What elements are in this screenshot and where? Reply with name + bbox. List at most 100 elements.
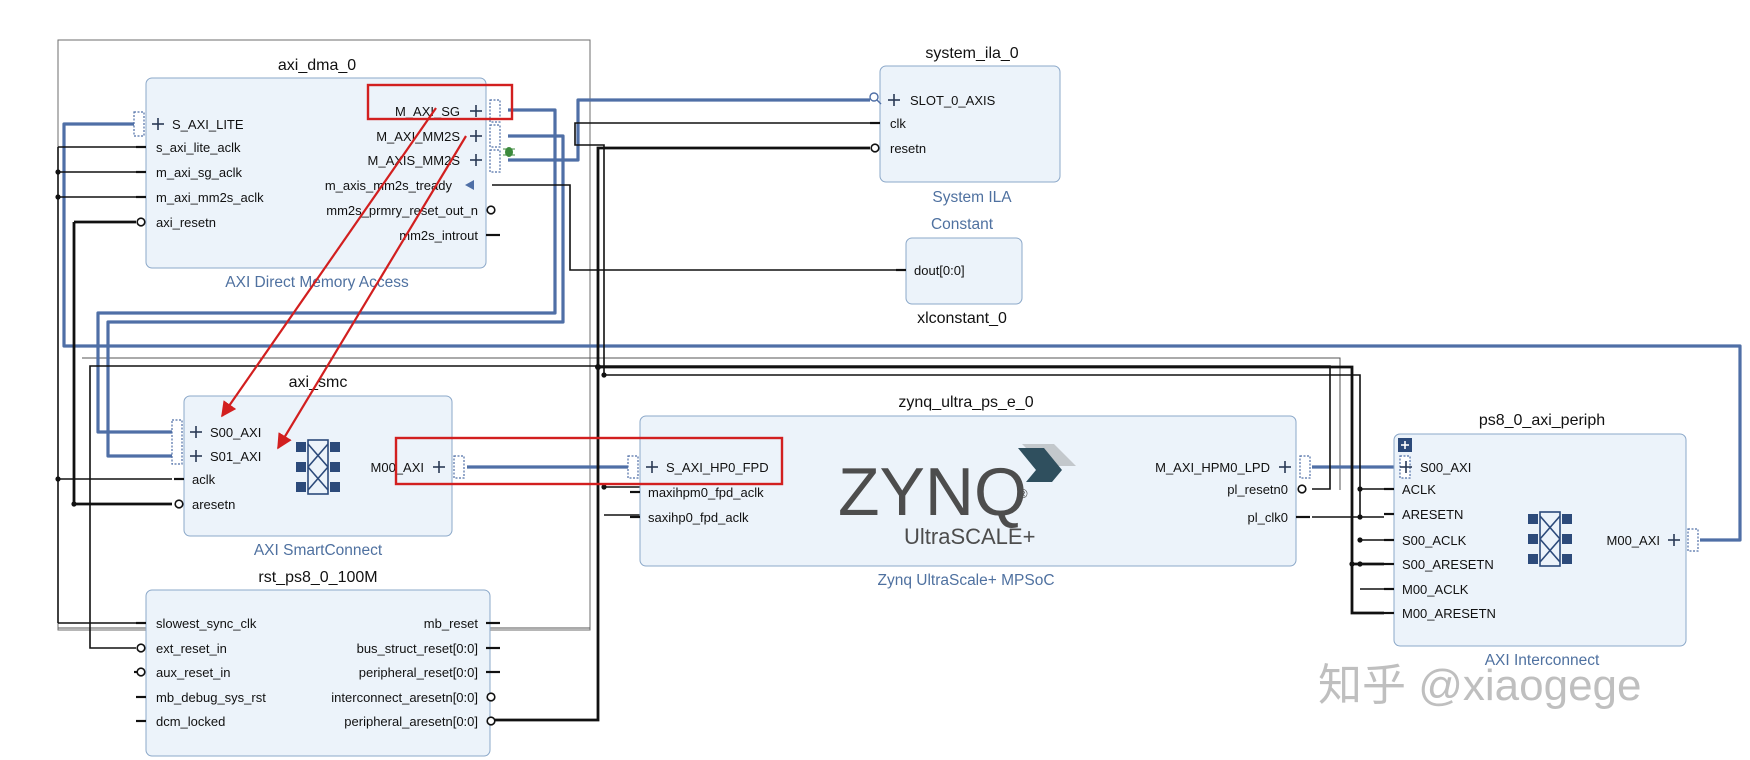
watermark: 知乎 @xiaogege bbox=[1318, 661, 1642, 710]
port-m00-aclk[interactable]: M00_ACLK bbox=[1402, 582, 1469, 597]
port-peripheral-reset[interactable]: peripheral_reset[0:0] bbox=[359, 665, 478, 680]
port-clk[interactable]: clk bbox=[890, 116, 906, 131]
port-m-axis-mm2s-tready[interactable]: m_axis_mm2s_tready bbox=[325, 178, 453, 193]
port-aresetn[interactable]: ARESETN bbox=[1402, 507, 1463, 522]
port-slot-0-axis[interactable]: SLOT_0_AXIS bbox=[910, 93, 996, 108]
port-m-axi-mm2s[interactable]: M_AXI_MM2S bbox=[376, 129, 460, 144]
port-s00-aclk[interactable]: S00_ACLK bbox=[1402, 533, 1467, 548]
block-xlconstant[interactable]: Constant dout[0:0] xlconstant_0 bbox=[896, 216, 1023, 327]
svg-text:ZYNQ: ZYNQ bbox=[838, 454, 1027, 530]
crossbar-icon bbox=[1528, 511, 1572, 567]
net-peripheral-aresetn bbox=[492, 146, 870, 722]
bus-port-icon[interactable] bbox=[453, 455, 465, 479]
block-ip-type: Zynq UltraScale+ MPSoC bbox=[877, 572, 1054, 589]
block-ip-type: AXI Interconnect bbox=[1485, 652, 1600, 669]
expand-hierarchy-icon[interactable] bbox=[1398, 438, 1412, 452]
probe-magnifier-icon bbox=[869, 92, 882, 105]
net-pl-clk0 bbox=[574, 122, 1361, 518]
port-m00-axi[interactable]: M00_AXI bbox=[371, 460, 424, 475]
port-aresetn[interactable]: aresetn bbox=[192, 497, 235, 512]
reset-port-icon bbox=[870, 143, 880, 153]
port-aclk[interactable]: aclk bbox=[192, 472, 216, 487]
debug-bug-icon bbox=[503, 147, 515, 157]
port-peripheral-aresetn[interactable]: peripheral_aresetn[0:0] bbox=[344, 714, 478, 729]
bus-port-icon[interactable] bbox=[627, 455, 639, 479]
annotation-arrow-mm2s bbox=[277, 135, 467, 450]
net-m-axi-mm2s bbox=[106, 134, 565, 458]
block-zynq-ps[interactable]: zynq_ultra_ps_e_0 Zynq UltraScale+ MPSoC… bbox=[627, 394, 1311, 589]
block-rst-ps8[interactable]: rst_ps8_0_100M slowest_sync_clk ext_rese… bbox=[134, 569, 500, 757]
block-instance-name: rst_ps8_0_100M bbox=[258, 569, 377, 586]
block-ip-type: System ILA bbox=[932, 189, 1012, 206]
bus-port-icon[interactable] bbox=[489, 124, 501, 148]
highlight-box-dma-masters bbox=[366, 83, 514, 121]
bus-port-icon[interactable] bbox=[489, 149, 501, 173]
reset-port-icon bbox=[486, 205, 496, 215]
reset-port-icon bbox=[486, 692, 496, 702]
port-s00-aresetn[interactable]: S00_ARESETN bbox=[1402, 557, 1494, 572]
port-s01-axi[interactable]: S01_AXI bbox=[210, 449, 261, 464]
port-pl-resetn0[interactable]: pl_resetn0 bbox=[1227, 482, 1288, 497]
port-m-axi-hpm0-lpd[interactable]: M_AXI_HPM0_LPD bbox=[1155, 460, 1270, 475]
port-s00-axi[interactable]: S00_AXI bbox=[1420, 460, 1471, 475]
block-ip-type: AXI SmartConnect bbox=[254, 542, 383, 559]
port-aux-reset-in[interactable]: aux_reset_in bbox=[156, 665, 230, 680]
block-system-ila[interactable]: system_ila_0 System ILA SLOT_0_AXIS clk … bbox=[869, 45, 1061, 206]
port-m-axi-mm2s-aclk[interactable]: m_axi_mm2s_aclk bbox=[156, 190, 264, 205]
port-m00-axi[interactable]: M00_AXI bbox=[1607, 533, 1660, 548]
reset-port-icon bbox=[136, 217, 146, 227]
reset-port-icon bbox=[136, 643, 146, 653]
block-instance-name: ps8_0_axi_periph bbox=[1479, 412, 1605, 429]
port-aclk[interactable]: ACLK bbox=[1402, 482, 1436, 497]
port-m-axi-sg-aclk[interactable]: m_axi_sg_aclk bbox=[156, 165, 242, 180]
block-instance-name: xlconstant_0 bbox=[917, 310, 1007, 327]
port-s-axi-lite-aclk[interactable]: s_axi_lite_aclk bbox=[156, 140, 241, 155]
net-tready bbox=[492, 184, 906, 271]
svg-text:UltraSCALE+: UltraSCALE+ bbox=[904, 524, 1035, 549]
block-ip-type: Constant bbox=[931, 216, 994, 233]
bus-port-icon[interactable] bbox=[1299, 455, 1311, 479]
net-junctions bbox=[55, 169, 1363, 567]
annotation-arrow-sg bbox=[221, 107, 437, 418]
net-m-axis-mm2s bbox=[508, 98, 870, 162]
port-maxihpm0-fpd-aclk[interactable]: maxihpm0_fpd_aclk bbox=[648, 485, 764, 500]
port-bus-struct-reset[interactable]: bus_struct_reset[0:0] bbox=[357, 641, 478, 656]
port-slowest-sync-clk[interactable]: slowest_sync_clk bbox=[156, 616, 257, 631]
reset-port-icon bbox=[486, 716, 496, 726]
port-pl-clk0[interactable]: pl_clk0 bbox=[1248, 510, 1288, 525]
port-m-axis-mm2s[interactable]: M_AXIS_MM2S bbox=[368, 153, 461, 168]
net-m-axi-sg bbox=[96, 108, 557, 434]
port-mm2s-introut[interactable]: mm2s_introut bbox=[399, 228, 478, 243]
svg-text:®: ® bbox=[1018, 486, 1028, 501]
bus-port-icon[interactable] bbox=[1687, 528, 1699, 552]
block-instance-name: zynq_ultra_ps_e_0 bbox=[898, 394, 1033, 411]
port-mb-debug-sys-rst[interactable]: mb_debug_sys_rst bbox=[156, 690, 266, 705]
port-saxihp0-fpd-aclk[interactable]: saxihp0_fpd_aclk bbox=[648, 510, 749, 525]
port-axi-resetn[interactable]: axi_resetn bbox=[156, 215, 216, 230]
port-dcm-locked[interactable]: dcm_locked bbox=[156, 714, 225, 729]
crossbar-icon bbox=[296, 439, 340, 495]
block-ps8-axi-periph[interactable]: ps8_0_axi_periph AXI Interconnect S00_AX… bbox=[1384, 412, 1699, 669]
port-interconnect-aresetn[interactable]: interconnect_aresetn[0:0] bbox=[331, 690, 478, 705]
block-instance-name: axi_dma_0 bbox=[278, 57, 356, 74]
port-s-axi-hp0-fpd[interactable]: S_AXI_HP0_FPD bbox=[666, 460, 769, 475]
bus-port-icon[interactable] bbox=[171, 419, 183, 465]
bus-port-icon[interactable] bbox=[489, 99, 501, 123]
annotation-overlay bbox=[221, 83, 784, 486]
port-s-axi-lite[interactable]: S_AXI_LITE bbox=[172, 117, 244, 132]
port-m-axi-sg[interactable]: M_AXI_SG bbox=[395, 104, 460, 119]
block-instance-name: system_ila_0 bbox=[925, 45, 1018, 62]
port-mm2s-prmry-reset-out-n[interactable]: mm2s_prmry_reset_out_n bbox=[326, 203, 478, 218]
port-m00-aresetn[interactable]: M00_ARESETN bbox=[1402, 606, 1496, 621]
input-arrow-icon bbox=[465, 180, 474, 190]
bus-port-icon[interactable] bbox=[133, 111, 145, 137]
port-mb-reset[interactable]: mb_reset bbox=[424, 616, 479, 631]
port-resetn[interactable]: resetn bbox=[890, 141, 926, 156]
port-s00-axi[interactable]: S00_AXI bbox=[210, 425, 261, 440]
block-axi-smc[interactable]: axi_smc AXI SmartConnect S00_AXI S01_AXI… bbox=[171, 374, 465, 559]
port-dout[interactable]: dout[0:0] bbox=[914, 263, 965, 278]
reset-port-icon bbox=[1297, 484, 1307, 494]
block-axi-dma[interactable]: axi_dma_0 AXI Direct Memory Access S_AXI… bbox=[133, 57, 515, 291]
port-ext-reset-in[interactable]: ext_reset_in bbox=[156, 641, 227, 656]
